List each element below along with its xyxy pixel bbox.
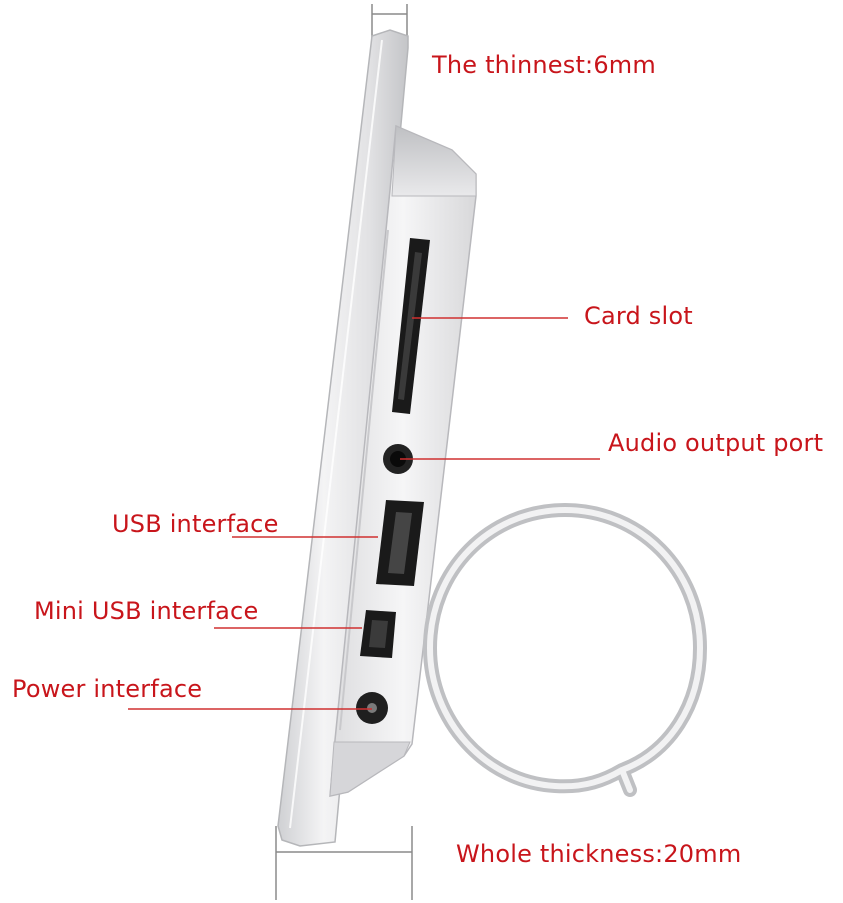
usb-port-tongue: [388, 512, 412, 574]
label-audio-output-port: Audio output port: [608, 429, 824, 457]
leader-lines: [128, 317, 600, 710]
frame-front-edge: [277, 29, 409, 847]
label-thinnest: The thinnest:6mm: [432, 51, 656, 79]
label-card-slot: Card slot: [584, 302, 693, 330]
thinnest-dimension: [371, 4, 408, 40]
ring-stand-highlight: [427, 507, 703, 793]
mini-usb-port-inner: [369, 620, 388, 648]
card-slot-inner: [398, 252, 422, 400]
housing-top-bevel: [391, 125, 477, 197]
label-mini-usb-interface: Mini USB interface: [34, 597, 259, 625]
label-power-interface: Power interface: [12, 675, 203, 703]
audio-port-hole: [390, 451, 406, 467]
power-port-pin: [367, 703, 377, 713]
housing-bottom-bevel: [329, 741, 411, 797]
whole-thickness-dimension: [275, 826, 413, 900]
label-usb-interface: USB interface: [112, 510, 279, 538]
frame-highlight: [289, 39, 383, 829]
port-face-edge: [339, 229, 389, 731]
label-whole-thickness: Whole thickness:20mm: [456, 840, 742, 868]
